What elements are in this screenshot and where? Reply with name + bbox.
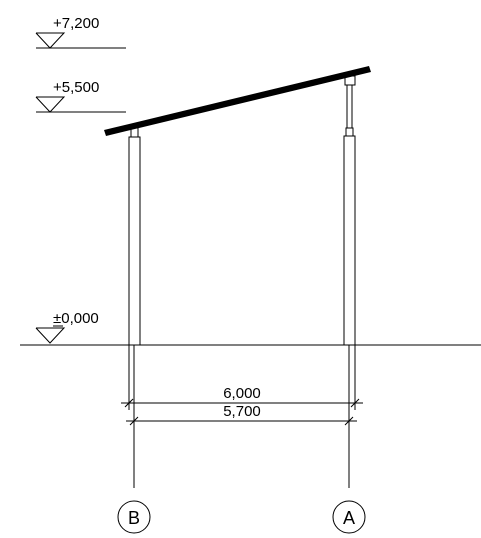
- grid-bubble-a: A: [332, 500, 366, 534]
- column-top-connector: [345, 127, 354, 137]
- grid-bubble-circle: [117, 500, 151, 534]
- column-right: [343, 75, 356, 346]
- dimension-label-outer: 6,000: [223, 385, 261, 402]
- dimension-tick: [124, 398, 134, 408]
- dimension-tick: [344, 416, 354, 426]
- dimension-inner: 5,700: [126, 403, 357, 426]
- level-marker-ground: ±0,000: [20, 310, 481, 346]
- dimension-label-inner: 5,700: [223, 403, 261, 420]
- roof-beam-shape: [104, 66, 371, 136]
- grid-bubble-label-a: A: [343, 508, 355, 528]
- column-shaft: [343, 135, 356, 346]
- column-left: [128, 127, 141, 346]
- level-triangle-icon: [35, 327, 66, 344]
- dimension-tick: [129, 416, 139, 426]
- grid-bubble-b: B: [117, 500, 151, 534]
- level-triangle-icon: [35, 32, 66, 49]
- grid-bubble-label-b: B: [128, 508, 140, 528]
- grid-bubble-circle: [332, 500, 366, 534]
- level-triangle-icon: [35, 96, 66, 113]
- level-label-roof: +5,500: [53, 79, 99, 96]
- grid-axis-lines: [128, 345, 356, 488]
- column-shaft: [128, 136, 141, 346]
- dimension-outer: 6,000: [121, 385, 363, 408]
- dimension-tick: [350, 398, 360, 408]
- level-label-ground: ±0,000: [53, 310, 99, 327]
- level-marker-top: +7,200: [35, 15, 126, 49]
- level-marker-roof: +5,500: [35, 79, 126, 113]
- roof-beam: [104, 66, 371, 136]
- level-label-top: +7,200: [53, 15, 99, 32]
